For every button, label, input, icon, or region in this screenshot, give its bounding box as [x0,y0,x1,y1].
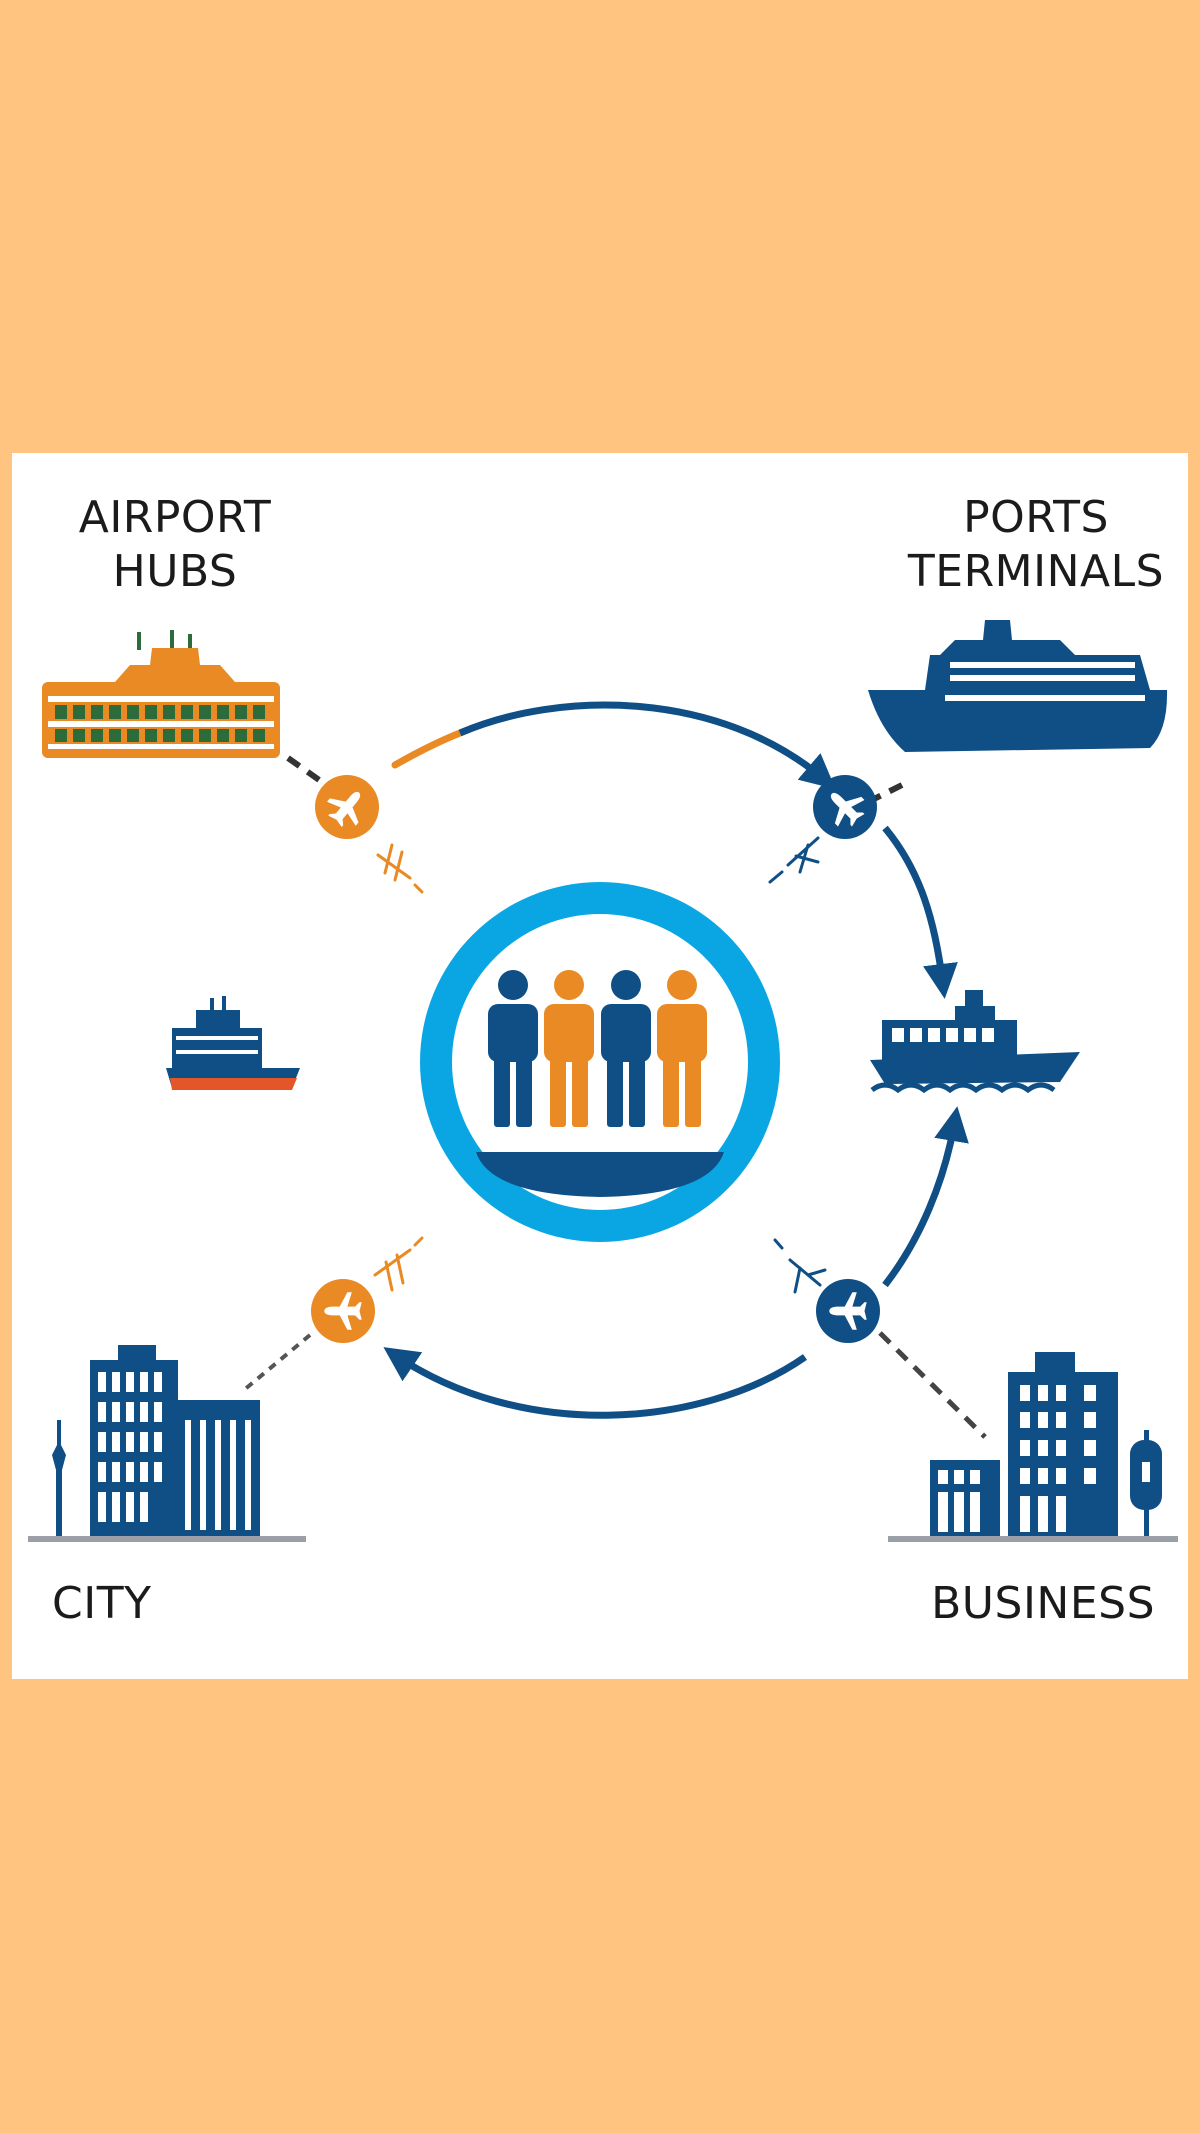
flow-arrows [383,701,969,1419]
city-buildings-icon [28,1345,306,1542]
office-buildings-icon [888,1352,1178,1542]
airport-hubs-label: AIRPORT HUBS [60,491,290,599]
people-group-icon [420,882,780,1242]
plane-sketches [373,836,827,1294]
cruise-ship-icon [868,620,1168,752]
plane-node-ports [813,775,877,839]
plane-node-business [816,1279,880,1343]
city-label: CITY [52,1578,152,1629]
ports-terminals-label-line1: PORTS [963,492,1109,543]
small-ferry-icon [166,996,300,1090]
ports-terminals-label-line2: TERMINALS [907,546,1165,597]
business-label: BUSINESS [931,1578,1155,1629]
plane-node-city [311,1279,375,1343]
ports-terminals-label: PORTS TERMINALS [900,491,1172,599]
ferry-building-icon [42,630,280,758]
airport-hubs-label-line1: AIRPORT [78,492,272,543]
container-ship-icon [870,990,1080,1094]
dashed-connectors [242,755,987,1439]
airport-hubs-label-line2: HUBS [112,546,238,597]
plane-node-airport [315,775,379,839]
